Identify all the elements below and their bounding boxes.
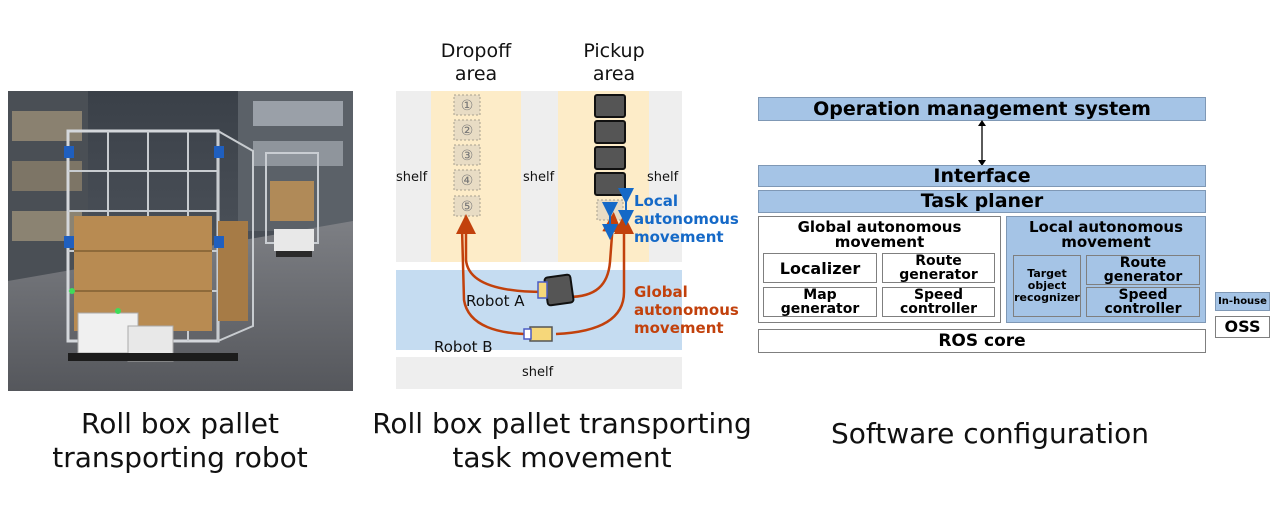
task-planer-box: Task planer — [758, 190, 1206, 213]
photo-caption-line-1: Roll box pallet — [81, 407, 279, 440]
target-recognizer-line-2: object — [1027, 279, 1067, 292]
shelf-right — [649, 91, 682, 262]
slot-number-5: ⑤ — [460, 198, 474, 214]
global-movement-label: Global autonomous movement — [634, 283, 739, 337]
map-generator-line-1: Map — [803, 287, 837, 303]
robot-b-icon — [523, 326, 553, 342]
target-recognizer-line-1: Target — [1027, 267, 1067, 280]
global-group-title-line-2: movement — [834, 233, 925, 251]
route-generator-local-box: Route generator — [1086, 255, 1200, 285]
photo-caption: Roll box pallet transporting robot — [20, 407, 340, 475]
robot-photo-illustration — [8, 91, 353, 391]
interface-box: Interface — [758, 165, 1206, 187]
global-movement-line-3: movement — [634, 319, 724, 337]
local-group-title-line-2: movement — [1061, 233, 1151, 251]
pickup-title-line-1: Pickup — [583, 40, 645, 62]
robot-b-label: Robot B — [434, 338, 493, 356]
legend-oss: OSS — [1215, 316, 1270, 338]
target-recognizer-line-3: recognizer — [1014, 291, 1080, 304]
shelf-label-right: shelf — [647, 170, 679, 185]
photo-caption-line-2: transporting robot — [52, 441, 308, 474]
legend-inhouse: In-house — [1215, 292, 1270, 311]
localizer-label: Localizer — [779, 258, 861, 278]
dropoff-area-title: Dropoff area — [426, 40, 526, 86]
route-generator-global-line-1: Route — [915, 253, 962, 269]
task-diagram-canvas — [396, 91, 682, 389]
operation-management-box: Operation management system — [758, 97, 1206, 121]
pickup-area-title: Pickup area — [564, 40, 664, 86]
speed-controller-global-line-1: Speed — [913, 287, 964, 303]
task-diagram: ① ② ③ ④ ⑤ Dropoff area Pickup area shelf… — [396, 0, 686, 400]
pickup-pallets — [594, 94, 626, 221]
dropoff-slots — [453, 94, 481, 217]
global-path-a-to-pickup — [567, 212, 623, 299]
shelf-bottom — [396, 357, 682, 389]
task-caption: Roll box pallet transporting task moveme… — [362, 407, 762, 475]
task-caption-line-1: Roll box pallet transporting — [372, 407, 752, 440]
global-group-title-line-1: Global autonomous — [797, 218, 962, 236]
local-movement-line-1: Local — [634, 192, 679, 210]
global-movement-line-1: Global — [634, 283, 688, 301]
software-caption: Software configuration — [830, 417, 1150, 450]
shelf-label-middle: shelf — [523, 170, 555, 185]
shelf-label-left: shelf — [396, 170, 428, 185]
global-path-a-to-dropoff — [456, 214, 545, 294]
target-recognizer-box: Target object recognizer — [1013, 255, 1081, 317]
task-caption-line-2: task movement — [452, 441, 672, 474]
route-generator-global-box: Route generator — [882, 253, 995, 283]
speed-controller-global-line-2: controller — [899, 301, 978, 317]
local-group-title-line-1: Local autonomous — [1028, 218, 1184, 236]
slot-number-2: ② — [460, 122, 474, 138]
slot-number-4: ④ — [460, 172, 474, 188]
shelf-middle — [521, 91, 558, 262]
bidirectional-arrow — [978, 120, 986, 166]
local-movement-label: Local autonomous movement — [634, 192, 739, 246]
localizer-box: Localizer — [763, 253, 877, 283]
global-group-title: Global autonomous movement — [758, 220, 1001, 250]
slot-number-3: ③ — [460, 147, 474, 163]
local-group-title: Local autonomous movement — [1006, 220, 1206, 250]
pickup-title-line-2: area — [592, 63, 636, 85]
speed-controller-local-box: Speed controller — [1086, 287, 1200, 317]
speed-controller-local-line-2: controller — [1104, 301, 1182, 317]
global-movement-line-2: autonomous — [634, 301, 739, 319]
speed-controller-local-line-1: Speed — [1118, 287, 1168, 303]
route-generator-local-line-2: generator — [1103, 269, 1183, 285]
local-movement-line-2: autonomous — [634, 210, 739, 228]
dropoff-title-line-2: area — [454, 63, 498, 85]
route-generator-local-line-1: Route — [1119, 255, 1167, 271]
global-path-b-right — [555, 214, 634, 336]
shelf-left — [396, 91, 431, 262]
slot-number-1: ① — [460, 97, 474, 113]
robot-photo — [8, 91, 353, 391]
robot-a-icon — [537, 273, 575, 307]
route-generator-global-line-2: generator — [899, 267, 978, 283]
dropoff-title-line-1: Dropoff — [440, 40, 512, 62]
map-generator-box: Map generator — [763, 287, 877, 317]
ros-core-box: ROS core — [758, 329, 1206, 353]
local-movement-line-3: movement — [634, 228, 724, 246]
shelf-label-bottom: shelf — [522, 365, 554, 380]
map-generator-line-2: generator — [780, 301, 860, 317]
robot-a-label: Robot A — [466, 292, 525, 310]
speed-controller-global-box: Speed controller — [882, 287, 995, 317]
